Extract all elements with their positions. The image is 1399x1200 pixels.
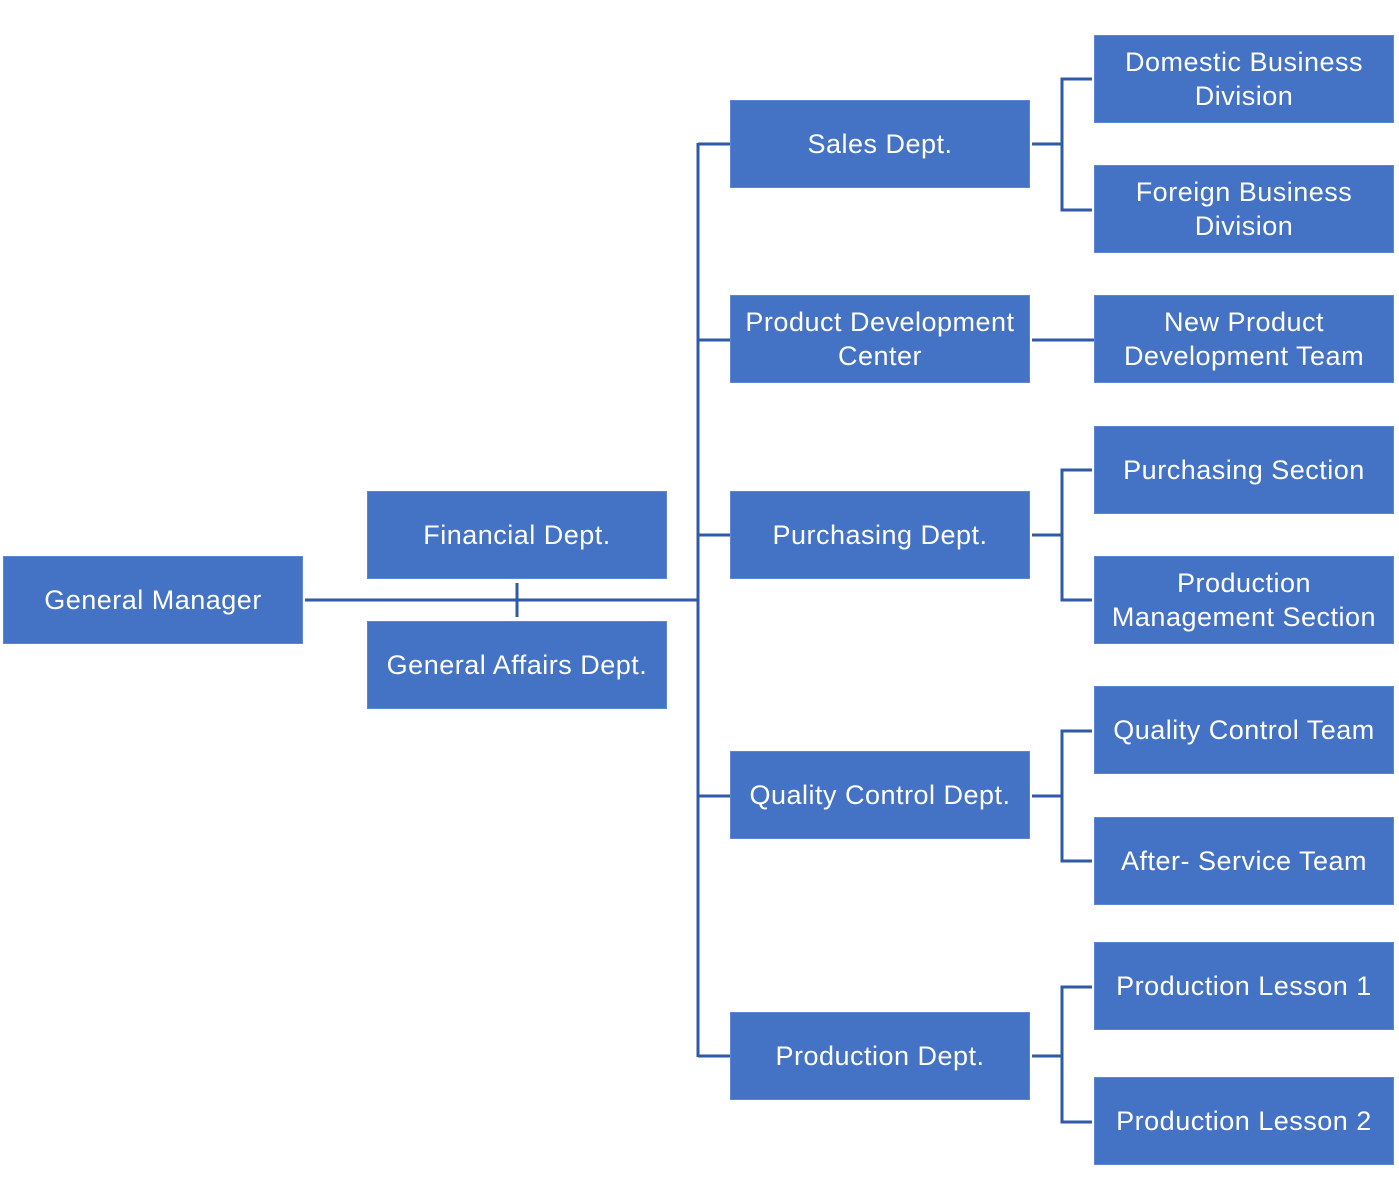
- node-label: Purchasing Dept.: [772, 520, 988, 550]
- node-domestic-business-division: Domestic Business Division: [1094, 35, 1394, 123]
- node-production-management-section: Production Management Section: [1094, 556, 1394, 644]
- node-label: Production Management Section: [1111, 568, 1377, 632]
- node-sales-dept: Sales Dept.: [730, 100, 1030, 188]
- node-label: After- Service Team: [1120, 846, 1368, 876]
- node-production-dept: Production Dept.: [730, 1012, 1030, 1100]
- node-after-service-team: After- Service Team: [1094, 817, 1394, 905]
- node-label: General Manager: [44, 585, 262, 615]
- node-product-development-center: Product Development Center: [730, 295, 1030, 383]
- node-label: General Affairs Dept.: [386, 650, 648, 680]
- node-label: Domestic Business Division: [1124, 47, 1364, 111]
- connector-sales-bracket: [1060, 77, 1092, 212]
- node-new-product-development-team: New Product Development Team: [1094, 295, 1394, 383]
- node-label: Sales Dept.: [807, 129, 953, 159]
- node-label: Production Dept.: [775, 1041, 985, 1071]
- node-label: Quality Control Team: [1113, 715, 1375, 745]
- node-quality-control-dept: Quality Control Dept.: [730, 751, 1030, 839]
- connector-qc-bracket: [1060, 729, 1092, 863]
- node-label: Production Lesson 1: [1116, 971, 1372, 1001]
- node-label: Foreign Business Division: [1135, 177, 1353, 241]
- node-purchasing-section: Purchasing Section: [1094, 426, 1394, 514]
- connector-purchasing-bracket: [1060, 468, 1092, 602]
- node-production-lesson-2: Production Lesson 2: [1094, 1077, 1394, 1165]
- node-general-affairs-dept: General Affairs Dept.: [367, 621, 667, 709]
- node-quality-control-team: Quality Control Team: [1094, 686, 1394, 774]
- node-general-manager: General Manager: [3, 556, 303, 644]
- node-purchasing-dept: Purchasing Dept.: [730, 491, 1030, 579]
- connector-production-bracket: [1060, 985, 1092, 1124]
- node-label: Quality Control Dept.: [749, 780, 1011, 810]
- node-label: Financial Dept.: [423, 520, 611, 550]
- node-label: Product Development Center: [745, 307, 1015, 371]
- node-production-lesson-1: Production Lesson 1: [1094, 942, 1394, 1030]
- node-financial-dept: Financial Dept.: [367, 491, 667, 579]
- node-label: New Product Development Team: [1123, 307, 1365, 371]
- node-label: Production Lesson 2: [1116, 1106, 1372, 1136]
- node-foreign-business-division: Foreign Business Division: [1094, 165, 1394, 253]
- node-label: Purchasing Section: [1123, 455, 1365, 485]
